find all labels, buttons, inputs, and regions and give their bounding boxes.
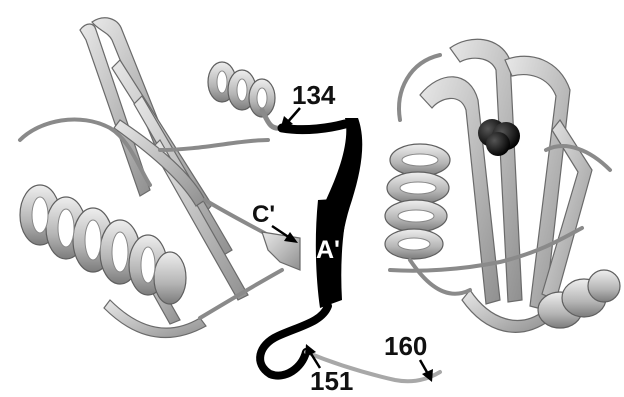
a-prime-loop-top <box>282 124 345 130</box>
ligand-sphere-3 <box>486 132 510 156</box>
left-lower-loop <box>104 300 206 338</box>
label-160: 160 <box>384 331 427 361</box>
left-coil-inner <box>160 140 268 150</box>
left-helix-turn-6 <box>154 252 186 304</box>
label-151: 151 <box>310 366 353 396</box>
label-134: 134 <box>292 80 336 110</box>
c-prime-strand <box>262 232 300 270</box>
label-c-prime: C' <box>252 201 275 228</box>
left-coil-bottom <box>200 270 282 318</box>
a-prime-label: A' <box>316 236 340 264</box>
